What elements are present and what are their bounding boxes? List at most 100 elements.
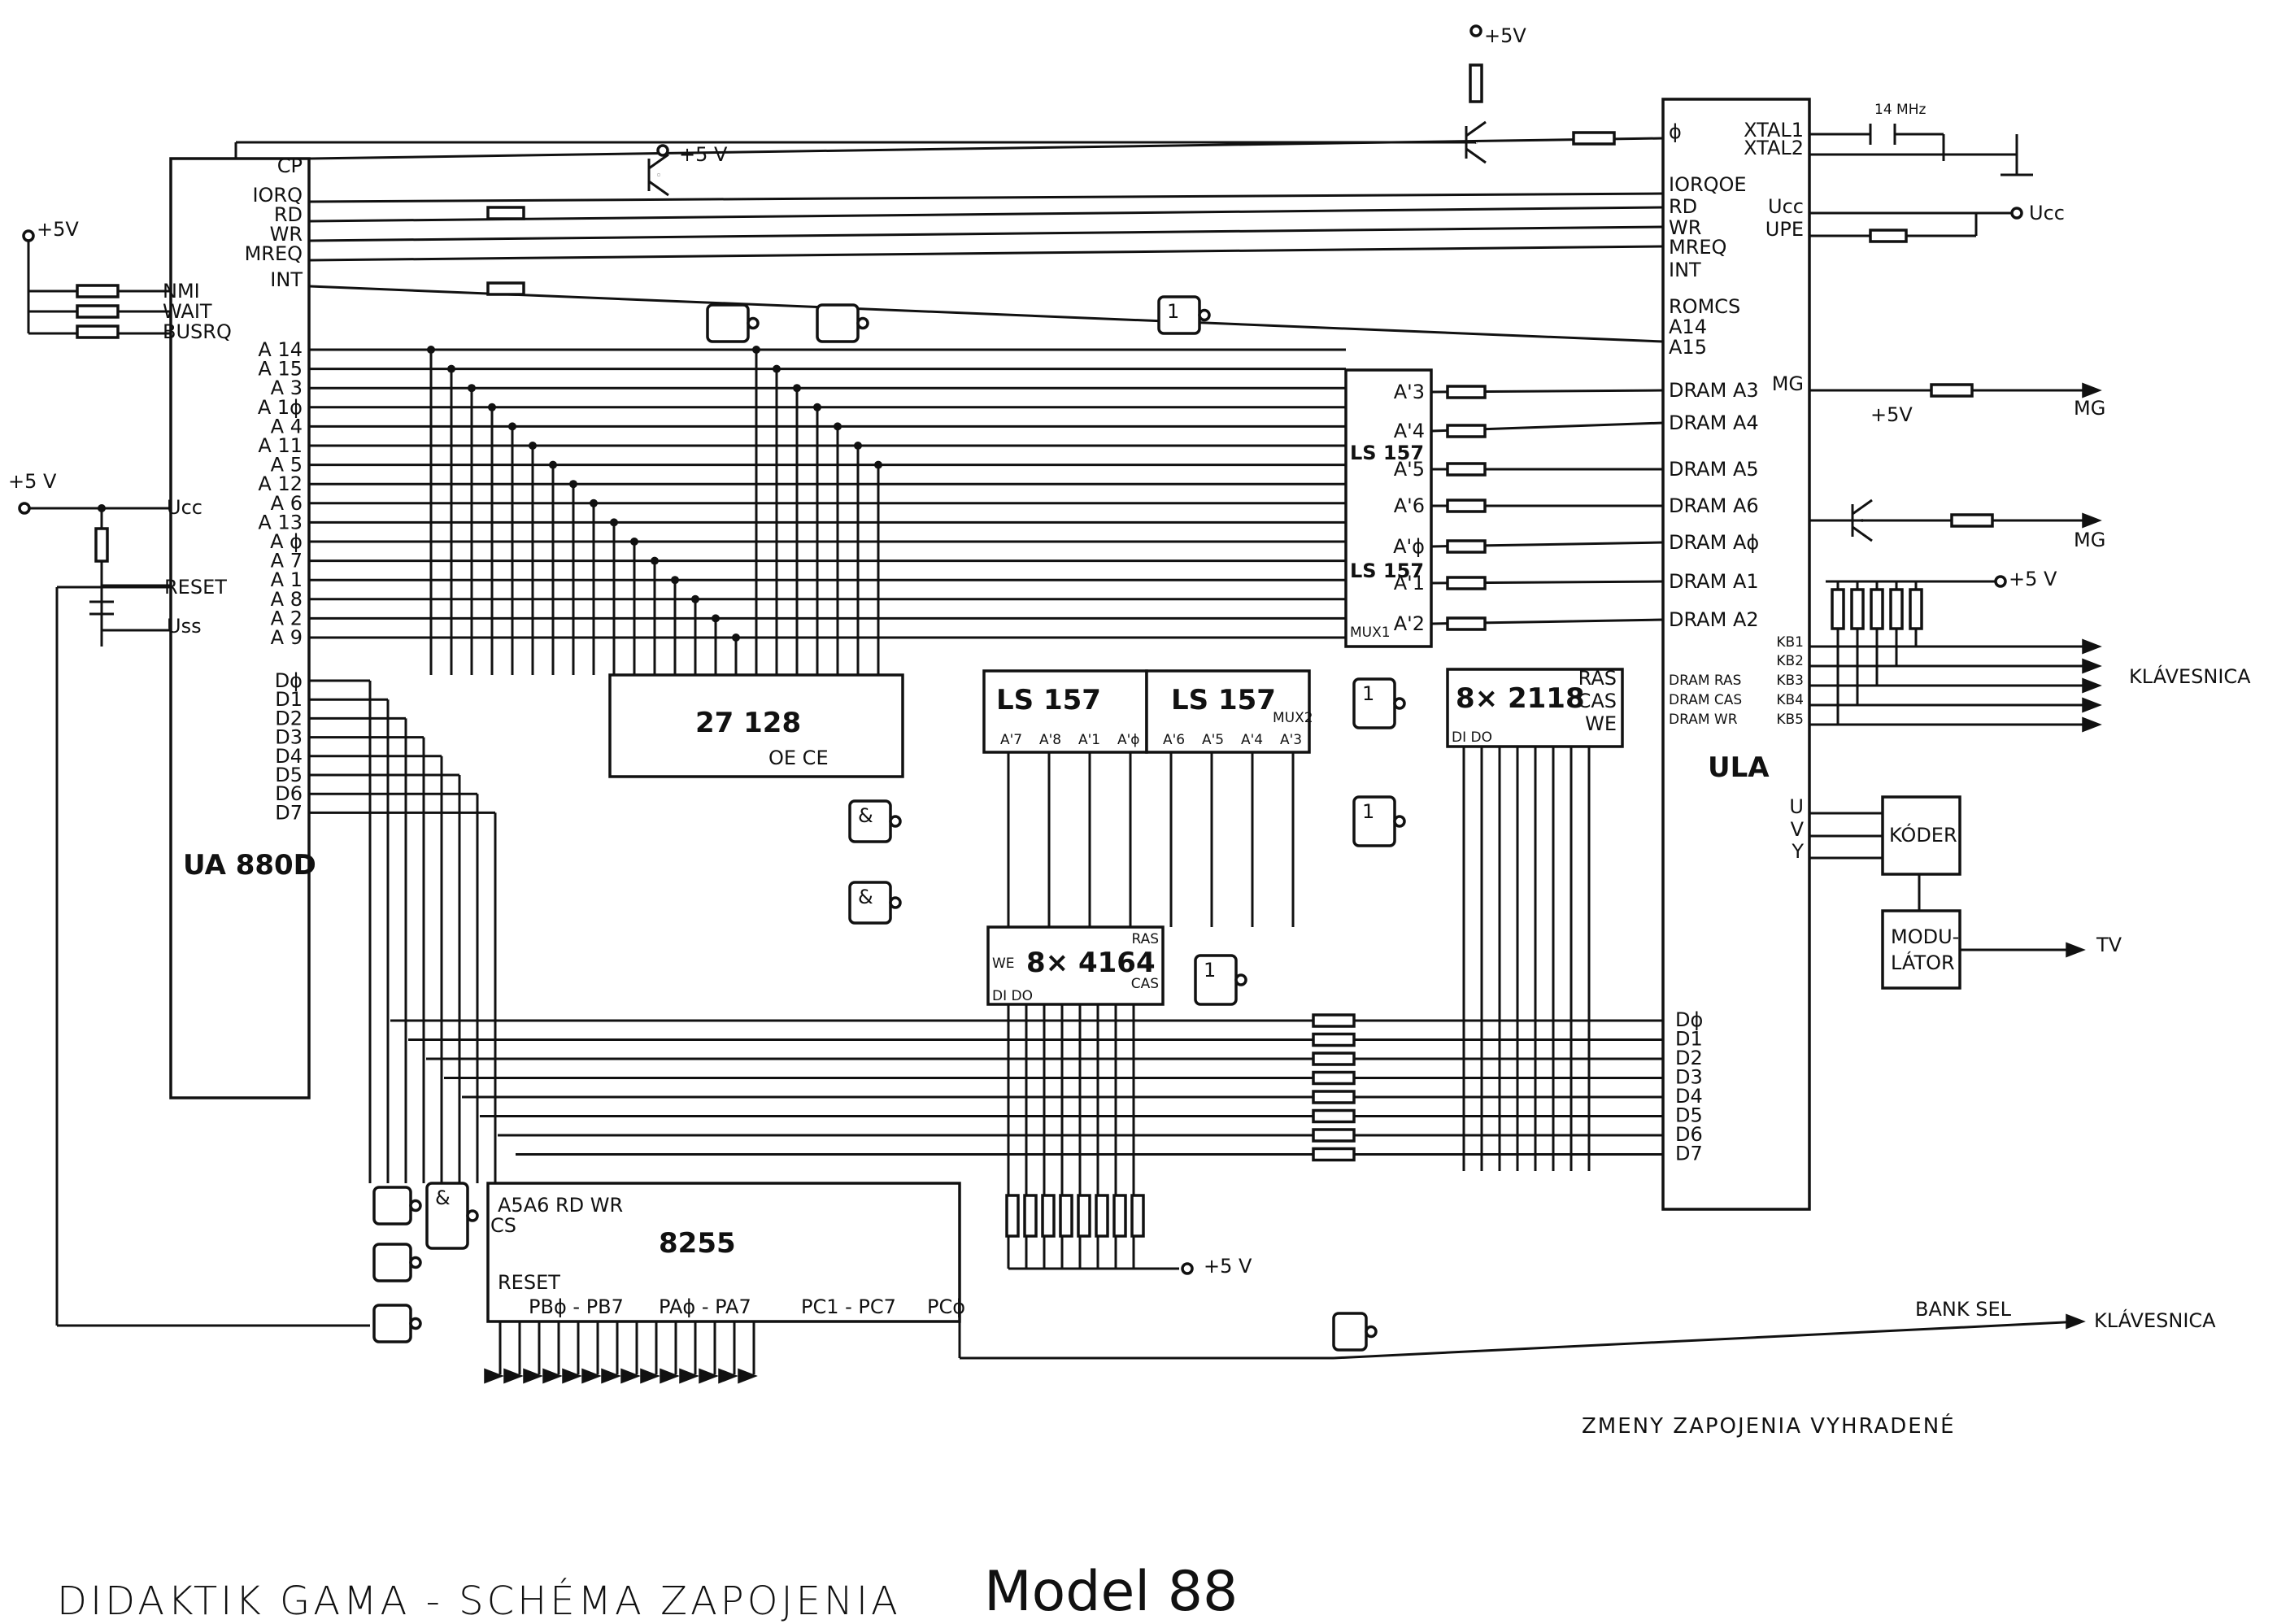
dram-pullup bbox=[1112, 1194, 1127, 1238]
vcc-label-mg: +5V bbox=[1870, 403, 1913, 426]
arrow bbox=[679, 1368, 699, 1384]
or-gate-2-bubble bbox=[1234, 973, 1247, 986]
cpu-pin-address: A 3 bbox=[271, 377, 303, 399]
cpu-pin-address: A 13 bbox=[258, 511, 303, 533]
cpu-pin-address: A 2 bbox=[271, 607, 303, 629]
resistor bbox=[1312, 1108, 1356, 1124]
mux-top-pin: A'5 bbox=[1394, 458, 1425, 481]
junction-dot bbox=[671, 576, 679, 585]
cpu-pin-address: A 7 bbox=[271, 550, 303, 573]
cpu-label: UA 880D bbox=[183, 849, 316, 882]
cpu-pin-address: A 14 bbox=[258, 338, 303, 361]
terminal bbox=[1469, 24, 1482, 37]
or-gate-3-bubble bbox=[1393, 697, 1406, 710]
vram-pin-we: WE bbox=[1585, 712, 1617, 735]
dram-pullup bbox=[1005, 1194, 1020, 1238]
arrow bbox=[2066, 942, 2086, 958]
keyboard-label-bottom: KLÁVESNICA bbox=[2094, 1308, 2216, 1332]
terminal bbox=[1994, 575, 2007, 588]
cpu-pin-address: A 6 bbox=[271, 492, 303, 515]
resistor bbox=[1446, 576, 1487, 590]
ppi-port: PBϕ - PB7 bbox=[529, 1295, 624, 1318]
cpu-pin-uss: Uss bbox=[167, 615, 202, 638]
junction-dot bbox=[691, 594, 699, 603]
cpu-pin-data: D4 bbox=[275, 745, 303, 768]
resistor bbox=[1572, 131, 1616, 146]
and-gate-1-bubble bbox=[889, 815, 902, 828]
cpu-pin-data: D3 bbox=[275, 726, 303, 749]
resistor bbox=[486, 281, 525, 296]
cpu-pin-data: D2 bbox=[275, 707, 303, 729]
modulator-box bbox=[1881, 909, 1961, 990]
mux-top-pin: A'1 bbox=[1394, 572, 1425, 594]
junction-dot bbox=[773, 364, 781, 373]
or-gate-4-bubble bbox=[1393, 815, 1406, 828]
coder-label: KÓDER bbox=[1889, 822, 1957, 847]
dram-pin-we: WE bbox=[992, 956, 1015, 972]
arrow bbox=[2082, 697, 2102, 713]
vcc-label-keyboard: +5 V bbox=[2009, 568, 2057, 590]
and-gate-2-symbol: & bbox=[858, 886, 873, 908]
terminal bbox=[1181, 1262, 1194, 1275]
resistor bbox=[76, 304, 120, 319]
mux-left-pin: A'1 bbox=[1078, 732, 1100, 748]
kb-pullup bbox=[1850, 588, 1865, 630]
dram-pullup bbox=[1059, 1194, 1073, 1238]
resistor bbox=[1446, 499, 1487, 513]
wire bbox=[308, 285, 1664, 343]
junction-dot bbox=[590, 499, 598, 507]
bus-data-label: D4 bbox=[1675, 1085, 1703, 1108]
ula-pin: XTAL1 bbox=[1744, 119, 1804, 142]
ula-pin: KB1 bbox=[1776, 634, 1804, 651]
cpu-pin-address: A ϕ bbox=[270, 530, 303, 553]
arrow bbox=[2082, 382, 2102, 398]
ppi-pin-cs: CS bbox=[490, 1214, 516, 1237]
arrow bbox=[718, 1368, 738, 1384]
ula-pin: DRAM A5 bbox=[1669, 458, 1759, 481]
and-gate-1-symbol: & bbox=[858, 804, 873, 827]
cpu-pin-wait: WAIT bbox=[163, 300, 212, 323]
cpu-pin-address: A 1 bbox=[271, 568, 303, 591]
nand-ppi-2 bbox=[372, 1243, 412, 1282]
junction-dot bbox=[549, 460, 557, 469]
kb-pullup bbox=[1870, 588, 1884, 630]
terminal bbox=[22, 229, 35, 242]
ula-pin: ROMCS bbox=[1669, 295, 1740, 318]
resistor bbox=[1446, 462, 1487, 477]
and-ppi-bubble bbox=[466, 1209, 479, 1222]
resistor bbox=[1930, 383, 1974, 398]
ula-pin: RD bbox=[1669, 195, 1697, 218]
ula-pin: A15 bbox=[1669, 336, 1707, 359]
wire bbox=[1465, 120, 1487, 137]
resistor bbox=[1312, 1013, 1356, 1028]
mux-left-pin: A'8 bbox=[1039, 732, 1061, 748]
junction-dot bbox=[752, 346, 760, 354]
arrow bbox=[699, 1368, 719, 1384]
mux-right-pin: A'5 bbox=[1202, 732, 1224, 748]
mux-left-pin: A'ϕ bbox=[1117, 732, 1140, 748]
nand-ppi-2-bubble bbox=[409, 1256, 422, 1269]
kb-pullup bbox=[1889, 588, 1904, 630]
cpu-pin-address: A 9 bbox=[271, 626, 303, 649]
inverter-2 bbox=[816, 303, 860, 343]
resistor bbox=[1312, 1147, 1356, 1162]
arrow bbox=[562, 1368, 582, 1384]
bus-data-label: D6 bbox=[1675, 1123, 1703, 1146]
vram-pin-ras: RAS bbox=[1578, 667, 1617, 690]
ula-pin: KB3 bbox=[1776, 673, 1804, 689]
resistor bbox=[1950, 513, 1994, 528]
nand-ppi-1-bubble bbox=[409, 1199, 422, 1213]
vram-pin-dido: DI DO bbox=[1452, 729, 1492, 746]
resistor bbox=[1312, 1032, 1356, 1047]
or-gate-2-symbol: 1 bbox=[1204, 959, 1216, 982]
mux-left-label: LS 157 bbox=[996, 684, 1101, 716]
or-gate-4-symbol: 1 bbox=[1362, 800, 1374, 823]
resistor bbox=[1469, 63, 1483, 103]
ula-pin: KB2 bbox=[1776, 653, 1804, 669]
cpu-pin-mreq: MREQ bbox=[245, 242, 303, 265]
modulator-label-2: LÁTOR bbox=[1891, 951, 1955, 974]
junction-dot bbox=[834, 422, 842, 431]
